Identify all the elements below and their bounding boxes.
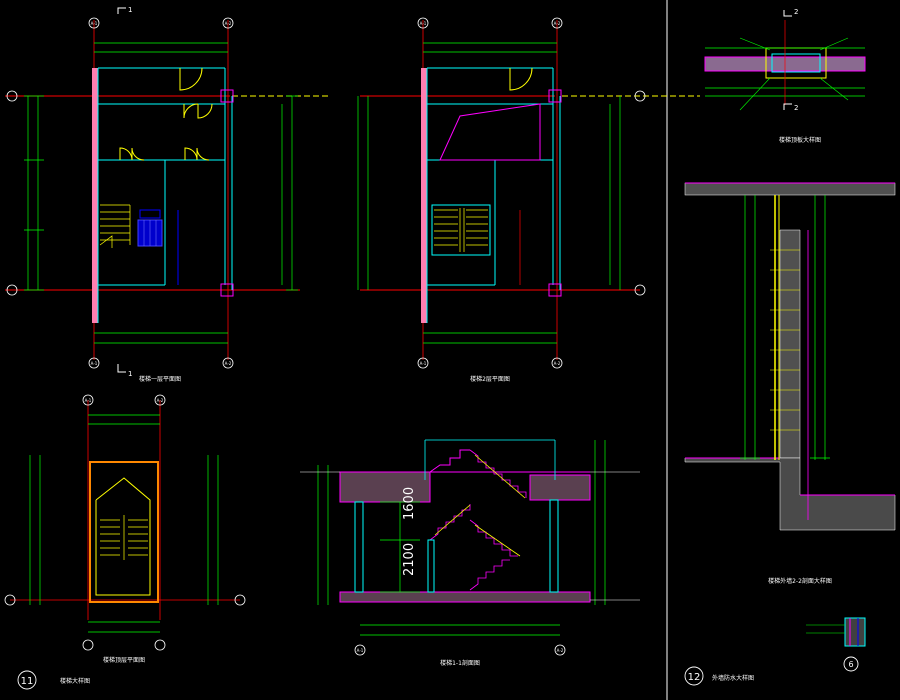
section-mark-label: 1 xyxy=(128,370,132,378)
plan-first-floor xyxy=(5,7,330,373)
axis-bubble-label: A-2 xyxy=(554,21,561,26)
axis-bubble-label: A-1 xyxy=(91,21,98,26)
detail-number: 12 xyxy=(688,672,701,683)
section-mark-label: 1 xyxy=(128,6,132,14)
plan-title: 楼梯一层平面图 xyxy=(139,375,181,383)
axis-bubble-label: A-1 xyxy=(85,398,92,403)
view-title: 楼梯外墙2-2剖面大样图 xyxy=(768,577,832,585)
axis-bubble-label: A-2 xyxy=(225,361,232,366)
view-title: 楼梯大样图 xyxy=(60,677,90,685)
axis-bubble-label: A-1 xyxy=(91,361,98,366)
large-dimension-label: 2100 xyxy=(402,543,417,576)
axis-bubble-label: A-2 xyxy=(557,648,564,653)
waterproof-detail xyxy=(806,617,866,647)
roof-slab-detail xyxy=(704,10,866,111)
axis-bubble-label: A-1 xyxy=(420,21,427,26)
section-mark-label: 2 xyxy=(794,8,798,16)
axis-bubble-label: A-1 xyxy=(420,361,427,366)
view-title: 楼梯顶板大样图 xyxy=(779,136,821,144)
section-mark-label: 2 xyxy=(794,104,798,112)
axis-bubble-label: A-2 xyxy=(554,361,561,366)
plan-title: 楼梯2层平面图 xyxy=(470,375,510,383)
axis-bubble-label: A-1 xyxy=(357,648,364,653)
large-dimension-label: 1600 xyxy=(402,487,417,520)
view-title: 楼梯1-1剖面图 xyxy=(440,659,480,667)
plan-second-floor xyxy=(357,17,700,369)
stair-section-1-1 xyxy=(300,439,640,656)
axis-bubble-label: A-2 xyxy=(225,21,232,26)
axis-bubble-label: A-2 xyxy=(157,398,164,403)
wall-section-2-2 xyxy=(684,182,896,531)
detail-number: 11 xyxy=(21,676,34,687)
view-title: 楼梯顶层平面图 xyxy=(103,656,145,664)
stair-top-plan xyxy=(4,394,246,651)
detail-number: 6 xyxy=(848,660,853,669)
view-title: 外墙防水大样图 xyxy=(712,674,754,682)
